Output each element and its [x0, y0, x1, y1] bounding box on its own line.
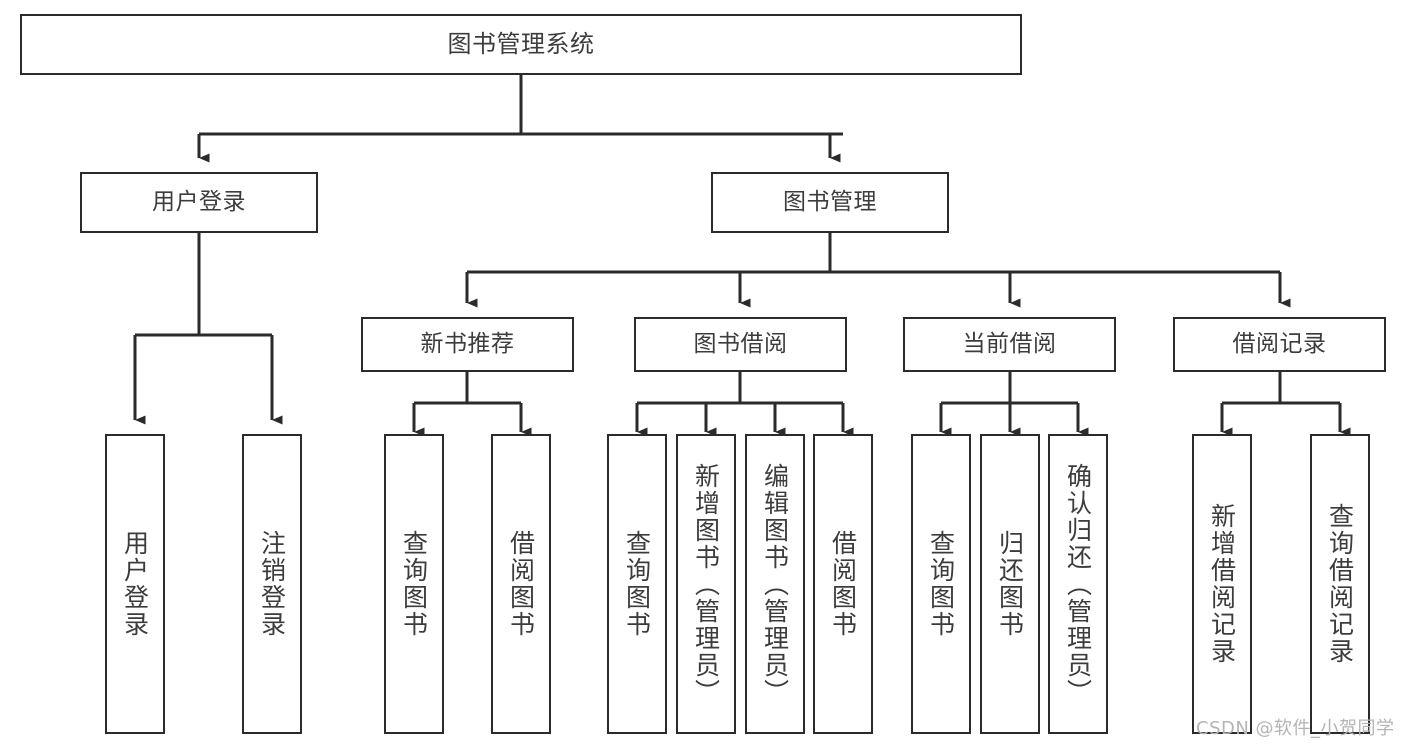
- node-borrow-records[interactable]: 借阅记录: [1173, 317, 1386, 372]
- leaf-current-query-book[interactable]: 查询图书: [911, 434, 971, 734]
- leaf-records-query-record[interactable]: 查询借阅记录: [1310, 434, 1370, 734]
- node-root-system[interactable]: 图书管理系统: [20, 14, 1022, 75]
- node-label: 编辑图书（管理员）: [760, 462, 790, 706]
- leaf-records-add-record[interactable]: 新增借阅记录: [1192, 434, 1252, 734]
- node-label: 新增图书（管理员）: [691, 462, 721, 706]
- node-label: 借阅图书: [506, 530, 536, 638]
- node-book-management[interactable]: 图书管理: [711, 172, 949, 233]
- node-label: 查询图书: [926, 530, 956, 638]
- node-label: 新书推荐: [420, 330, 515, 357]
- node-label: 借阅记录: [1232, 330, 1327, 357]
- node-label: 查询图书: [399, 530, 429, 638]
- leaf-recommend-query-book[interactable]: 查询图书: [384, 434, 444, 734]
- node-book-borrow[interactable]: 图书借阅: [634, 317, 847, 372]
- node-current-borrow[interactable]: 当前借阅: [903, 317, 1116, 372]
- node-label: 新增借阅记录: [1207, 503, 1237, 665]
- node-label: 注销登录: [257, 530, 287, 638]
- node-label: 归还图书: [995, 530, 1025, 638]
- node-label: 借阅图书: [828, 530, 858, 638]
- leaf-borrow-query-book[interactable]: 查询图书: [607, 434, 667, 734]
- node-new-book-recommend[interactable]: 新书推荐: [361, 317, 574, 372]
- leaf-user-login-login[interactable]: 用户登录: [105, 434, 165, 734]
- leaf-current-confirm-return-admin[interactable]: 确认归还（管理员）: [1048, 434, 1108, 734]
- leaf-recommend-borrow-book[interactable]: 借阅图书: [491, 434, 551, 734]
- leaf-borrow-edit-book-admin[interactable]: 编辑图书（管理员）: [745, 434, 805, 734]
- leaf-user-login-logout[interactable]: 注销登录: [242, 434, 302, 734]
- node-label: 查询借阅记录: [1325, 503, 1355, 665]
- node-label: 图书借阅: [693, 330, 788, 357]
- node-label: 图书管理: [783, 188, 877, 215]
- node-label: 图书管理系统: [447, 30, 595, 59]
- node-label: 用户登录: [120, 530, 150, 638]
- leaf-current-return-book[interactable]: 归还图书: [980, 434, 1040, 734]
- node-label: 用户登录: [152, 188, 246, 215]
- leaf-borrow-borrow-book[interactable]: 借阅图书: [813, 434, 873, 734]
- node-label: 当前借阅: [962, 330, 1057, 357]
- csdn-watermark: CSDN @软件_小贺同学: [1196, 718, 1395, 739]
- leaf-borrow-add-book-admin[interactable]: 新增图书（管理员）: [676, 434, 736, 734]
- node-label: 确认归还（管理员）: [1063, 462, 1093, 706]
- node-label: 查询图书: [622, 530, 652, 638]
- node-user-login[interactable]: 用户登录: [80, 172, 318, 233]
